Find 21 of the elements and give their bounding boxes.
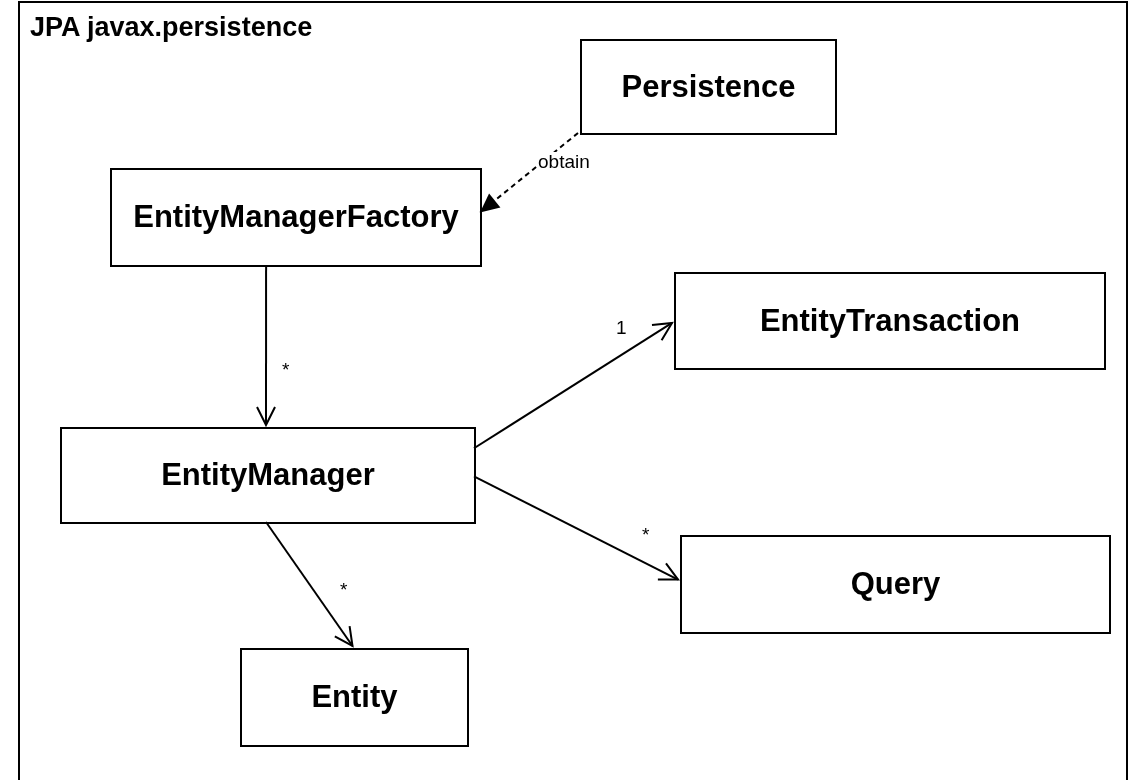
class-box [240, 648, 469, 747]
class-name: Entity [311, 678, 398, 717]
association-arrow [473, 475, 679, 581]
class-name: EntityManager [161, 456, 375, 495]
dependency-arrow [479, 132, 579, 214]
association-arrow [256, 264, 276, 426]
package-frame [18, 1, 1128, 780]
association-arrow [473, 321, 673, 450]
class-name: Persistence [621, 67, 796, 106]
edge-label: obtain [538, 152, 590, 171]
association-arrow [265, 521, 354, 647]
package-title: JPA javax.persistence [30, 11, 313, 44]
class-box [674, 272, 1106, 370]
class-box [580, 39, 837, 135]
class-box [680, 535, 1111, 634]
class-name: EntityManagerFactory [133, 198, 459, 237]
class-box [110, 168, 482, 267]
class-name: EntityTransaction [759, 301, 1021, 340]
class-name: Query [850, 565, 941, 604]
class-box [60, 427, 476, 524]
multiplicity-label: 1 [616, 318, 627, 337]
